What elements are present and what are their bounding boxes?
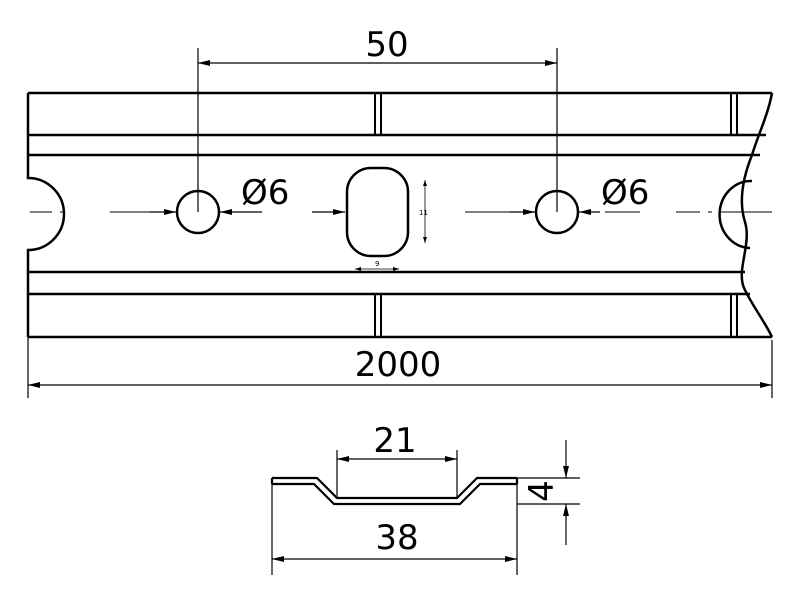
slot: [345, 166, 410, 258]
rail-profile: [270, 476, 519, 506]
hole-diameter-right-label: Ø6: [601, 173, 649, 213]
dimension-hole-spacing: 50: [197, 25, 558, 212]
slot-width-label: 9: [375, 260, 379, 268]
dimension-profile-inner: 21: [336, 421, 458, 498]
rail-top-view: Ø6 Ø6 11 9: [26, 91, 774, 339]
rail-right-break: [740, 92, 774, 338]
profile-depth-label: 4: [522, 480, 562, 502]
slot-height-label: 11: [419, 209, 428, 217]
hole-diameter-left-label: Ø6: [241, 173, 289, 213]
rail-left-end: [26, 93, 66, 337]
total-length-label: 2000: [355, 345, 442, 385]
hole-spacing-label: 50: [365, 25, 408, 65]
profile-outer-label: 38: [375, 518, 418, 558]
dimension-profile-outer: 38: [271, 484, 518, 575]
profile-inner-line: [272, 482, 517, 506]
rail-right-notch: [718, 179, 753, 250]
dimension-profile-depth: 4: [517, 440, 580, 545]
profile-inner-label: 21: [373, 421, 416, 461]
dimension-total-length: 2000: [27, 337, 773, 398]
profile-outer-line: [272, 476, 517, 500]
